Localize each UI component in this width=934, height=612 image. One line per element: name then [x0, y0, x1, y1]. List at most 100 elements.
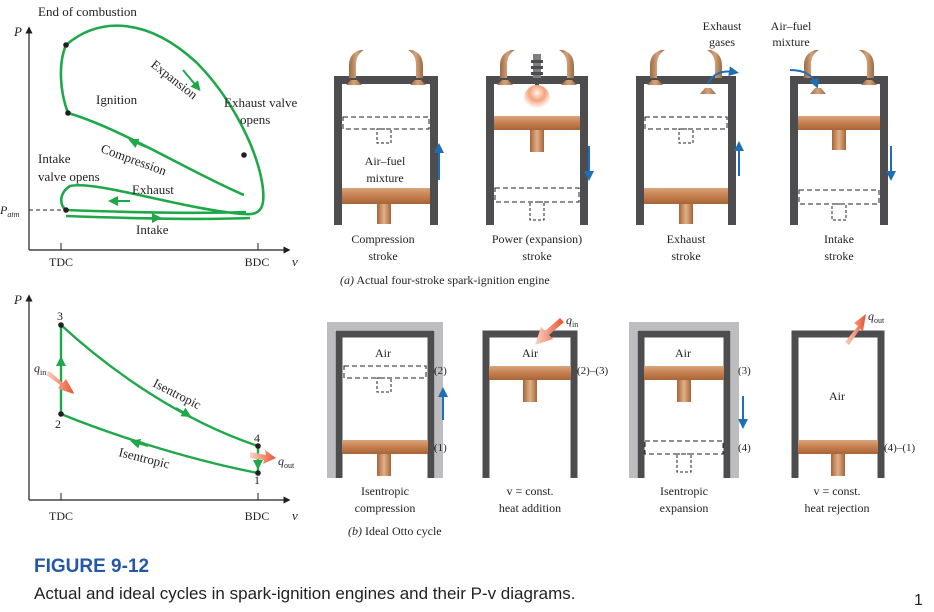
dashed-rod-position [376, 377, 392, 393]
state-3-tag: (3) [738, 365, 751, 377]
dashed-rod-position [678, 128, 694, 144]
isentropic-upper-label: Isentropic [151, 375, 204, 412]
connecting-rod [377, 454, 391, 476]
connecting-rod [679, 204, 693, 224]
insulation-layer [327, 322, 443, 478]
piston [644, 366, 724, 380]
intake-valve-opens-point [63, 207, 69, 213]
state-2-tag: (2) [434, 365, 447, 377]
isentropic-compression-cylinder: Air (2) (1) [327, 322, 448, 478]
actual-cycle-loop [59, 24, 265, 216]
heat-rejection-cylinder: Air qout (4)–(1) [791, 309, 915, 478]
top-tdc-label: TDC [49, 255, 73, 269]
actual-pv-diagram: P v TDC BDC Patm End of combustion Ignit… [0, 4, 298, 269]
state-label-2: 2 [55, 417, 61, 431]
air-label: Air [375, 346, 391, 360]
dashed-piston-position [343, 365, 427, 379]
end-of-combustion-point [63, 42, 69, 48]
dashed-piston-position [342, 116, 430, 130]
cylinder-wall [791, 330, 885, 478]
top-bdc-label: BDC [245, 255, 270, 269]
valve-port-left [647, 80, 663, 85]
exhaust-gases-label-1: Exhaust [703, 19, 742, 33]
spark-plug-icon [531, 54, 543, 86]
cylinder-wall [335, 330, 435, 478]
connecting-rod [530, 130, 544, 152]
state-label-4: 4 [254, 431, 260, 445]
intake-valve [500, 50, 515, 78]
compression-label: Compression [99, 141, 169, 179]
state-4-tag: (4) [738, 442, 751, 454]
power-stroke-cylinder [486, 50, 594, 225]
ideal-cycle-caption: (b) Ideal Otto cycle [348, 524, 442, 538]
piston [489, 366, 571, 380]
state-1-tag: (1) [434, 442, 447, 454]
cylinder-wall [790, 76, 888, 225]
piston [342, 440, 428, 454]
expansion-label: Expansion [148, 57, 201, 103]
q-out-label: qout [278, 454, 295, 470]
valve-port-right [410, 80, 426, 85]
air-label: Air [829, 389, 845, 403]
compression-process-arrow [130, 438, 149, 449]
state-point-4 [255, 443, 261, 449]
valve-port-left-open [810, 88, 826, 94]
stroke-label-4-line1: Intake [824, 232, 854, 246]
air-fuel-cyl-label-2: mixture [366, 171, 403, 185]
piston [798, 440, 878, 454]
process-label-2-line1: v = const. [506, 484, 553, 498]
cylinder-wall [636, 76, 736, 225]
bottom-tdc-label: TDC [49, 509, 73, 523]
end-of-combustion-label: End of combustion [38, 4, 137, 19]
stroke-label-4-line2: stroke [824, 249, 853, 263]
dashed-piston-position [644, 116, 728, 130]
connecting-rod [523, 380, 537, 402]
q-out-arrow-shape [250, 450, 276, 464]
intake-label: Intake [136, 222, 169, 237]
valve-port-left [497, 80, 513, 85]
air-fuel-top-label-2: mixture [772, 35, 809, 49]
ideal-pv-diagram: P v TDC BDC 1 2 3 4 qin qout Isentropic … [13, 292, 298, 523]
expansion-arrow [182, 69, 201, 92]
process-label-3-line2: expansion [660, 501, 709, 515]
ignition-rise-curve [59, 44, 70, 114]
process-label-4-line2: heat rejection [805, 501, 870, 515]
bottom-v-axis-label: v [292, 508, 298, 523]
q-out-label: qout [868, 309, 885, 325]
dashed-piston-position [644, 440, 724, 455]
air-fuel-cyl-label-1: Air–fuel [365, 154, 406, 168]
valve-port-left [346, 80, 362, 85]
q-out-heat-arrow [845, 314, 866, 345]
stroke-label-3-line2: stroke [671, 249, 700, 263]
dashed-rod-position [376, 128, 392, 144]
intake-valve [650, 50, 665, 78]
piston [798, 116, 880, 130]
intake-valve-label-1: Intake [38, 151, 71, 166]
exhaust-stroke-cylinder: Exhaust gases [636, 19, 744, 225]
isentropic-expansion-curve [60, 324, 259, 448]
q-in-heat-arrow [535, 318, 564, 345]
state-label-1: 1 [254, 473, 260, 487]
exhaust-gases-label-2: gases [709, 35, 735, 49]
heat-addition-cylinder: Air qin (2)–(3) [482, 313, 608, 478]
cylinder-wall [637, 330, 731, 478]
exhaust-valve-open [707, 50, 722, 78]
stroke-label-2-line2: stroke [522, 249, 551, 263]
valve-port-right [561, 80, 577, 85]
exhaust-valve [859, 50, 874, 78]
ignition-label: Ignition [96, 92, 138, 107]
stroke-label-2-line1: Power (expansion) [492, 232, 582, 246]
connecting-rod [831, 454, 845, 476]
state-41-tag: (4)–(1) [884, 442, 915, 454]
dashed-rod-position [529, 201, 545, 221]
piston [494, 116, 580, 130]
actual-engine-caption: (a) Actual four-stroke spark-ignition en… [340, 273, 550, 287]
dashed-rod-position [831, 203, 847, 221]
process-label-1-line1: Isentropic [361, 484, 409, 498]
slide-number: 1 [914, 592, 923, 609]
compression-stroke-cylinder: Air–fuel mixture [334, 50, 444, 225]
exhaust-valve-label-1: Exhaust valve [224, 95, 298, 110]
exhaust-label: Exhaust [132, 182, 174, 197]
process-label-3-line1: Isentropic [660, 484, 708, 498]
